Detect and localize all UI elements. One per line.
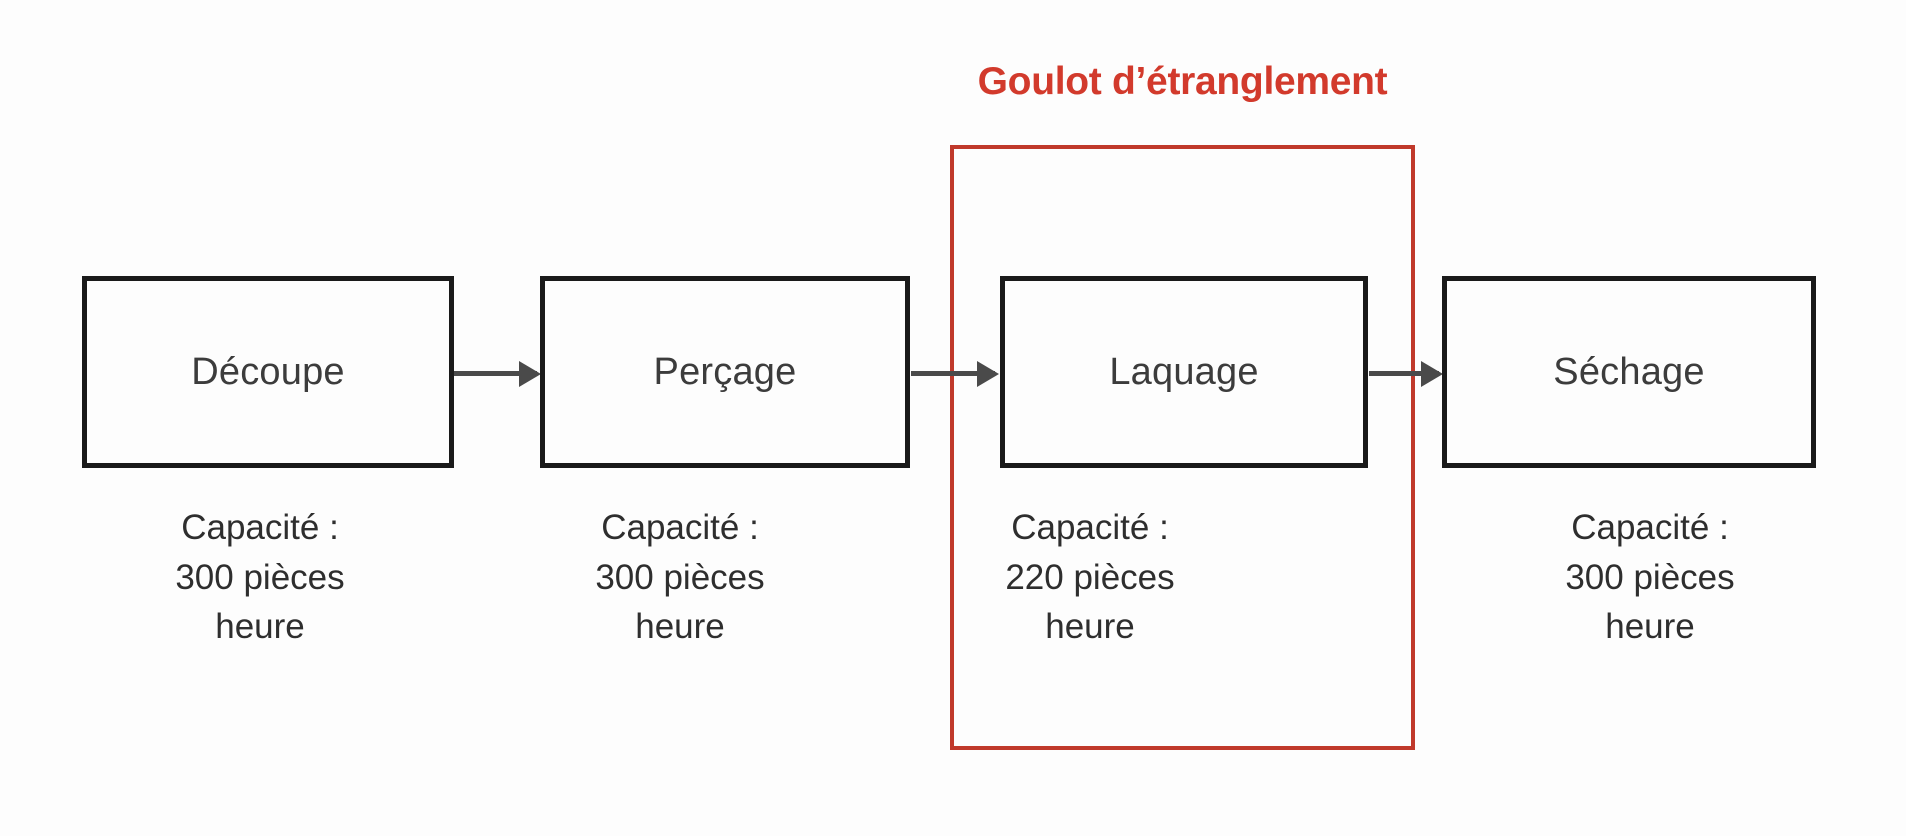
step-box-decoupe[interactable]: Découpe — [82, 276, 454, 468]
bottleneck-highlight-frame — [950, 145, 1415, 750]
step-label-percage: Perçage — [653, 350, 797, 393]
step-label-laquage: Laquage — [1109, 350, 1259, 393]
capacity-line-3: heure — [215, 607, 305, 647]
step-caption-percage: Capacité : 300 pièces heure — [490, 503, 870, 652]
step-caption-decoupe: Capacité : 300 pièces heure — [70, 503, 450, 652]
arrow-laquage-to-sechage — [1369, 371, 1439, 376]
capacity-line-1: Capacité : — [1571, 508, 1729, 547]
step-caption-sechage: Capacité : 300 pièces heure — [1460, 503, 1840, 652]
capacity-line-3: heure — [635, 607, 725, 647]
step-box-sechage[interactable]: Séchage — [1442, 276, 1816, 468]
capacity-line-2: 220 pièces — [1005, 557, 1175, 597]
arrow-decoupe-to-percage — [453, 371, 537, 376]
capacity-line-1: Capacité : — [601, 508, 759, 547]
capacity-line-2: 300 pièces — [175, 557, 345, 597]
step-box-laquage[interactable]: Laquage — [1000, 276, 1368, 468]
capacity-line-2: 300 pièces — [1565, 557, 1735, 597]
capacity-line-2: 300 pièces — [595, 557, 765, 597]
bottleneck-title: Goulot d’étranglement — [977, 60, 1388, 103]
capacity-line-1: Capacité : — [1011, 508, 1169, 547]
step-label-sechage: Séchage — [1553, 350, 1705, 393]
step-box-percage[interactable]: Perçage — [540, 276, 910, 468]
step-caption-laquage: Capacité : 220 pièces heure — [900, 503, 1280, 652]
capacity-line-3: heure — [1045, 607, 1135, 647]
capacity-line-3: heure — [1605, 607, 1695, 647]
step-label-decoupe: Découpe — [191, 350, 345, 393]
capacity-line-1: Capacité : — [181, 508, 339, 547]
arrow-percage-to-laquage — [911, 371, 995, 376]
